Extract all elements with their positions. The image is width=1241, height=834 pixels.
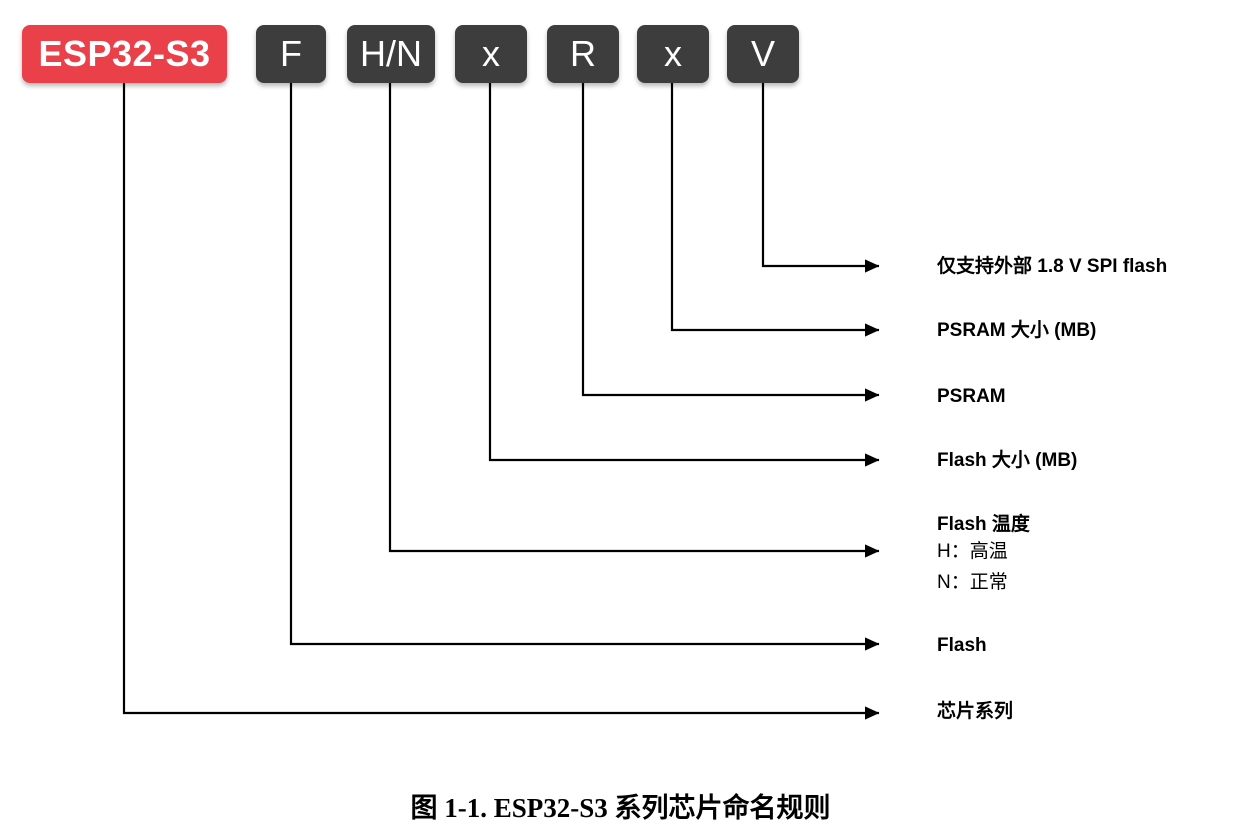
- code-box-flash-size: x: [455, 25, 527, 83]
- label-title: 仅支持外部 1.8 V SPI flash: [937, 256, 1168, 277]
- code-box-flash-temp: H/N: [347, 25, 435, 83]
- code-box-label: ESP32-S3: [38, 33, 211, 74]
- code-box-series: ESP32-S3: [22, 25, 227, 83]
- psram-size-label: PSRAM 大小 (MB): [937, 319, 1096, 343]
- label-title: Flash 温度: [937, 514, 1030, 535]
- psram-size-connector: [670, 83, 880, 337]
- flash-temp-connector: [388, 83, 880, 558]
- code-box-label: x: [664, 33, 682, 74]
- label-title: Flash: [937, 635, 987, 656]
- code-box-flash: F: [256, 25, 326, 83]
- code-box-label: x: [482, 33, 500, 74]
- code-box-label: F: [280, 33, 302, 74]
- flash-temp-label: Flash 温度 H：高温 N：正常: [937, 513, 1030, 598]
- label-title: Flash 大小 (MB): [937, 450, 1078, 471]
- code-box-label: R: [570, 33, 596, 74]
- code-box-spi-voltage: V: [727, 25, 799, 83]
- label-subline: H：高温: [937, 540, 1008, 562]
- flash-connector: [289, 83, 880, 651]
- label-title: 芯片系列: [937, 701, 1014, 722]
- label-title: PSRAM 大小 (MB): [937, 320, 1097, 341]
- code-box-psram-size: x: [637, 25, 709, 83]
- series-connector: [122, 83, 880, 720]
- flash-label: Flash: [937, 634, 987, 658]
- code-box-label: H/N: [360, 33, 422, 74]
- label-title: PSRAM: [937, 386, 1006, 407]
- code-box-psram: R: [547, 25, 619, 83]
- series-label: 芯片系列: [937, 700, 1013, 724]
- spi-voltage-label: 仅支持外部 1.8 V SPI flash: [937, 255, 1167, 279]
- figure-caption: 图 1-1. ESP32-S3 系列芯片命名规则: [410, 793, 831, 823]
- code-box-label: V: [750, 33, 775, 74]
- psram-connector: [581, 83, 880, 402]
- label-subline: N：正常: [937, 571, 1008, 593]
- flash-size-connector: [488, 83, 880, 467]
- psram-label: PSRAM: [937, 385, 1006, 409]
- spi-voltage-connector: [761, 83, 880, 273]
- flash-size-label: Flash 大小 (MB): [937, 449, 1077, 473]
